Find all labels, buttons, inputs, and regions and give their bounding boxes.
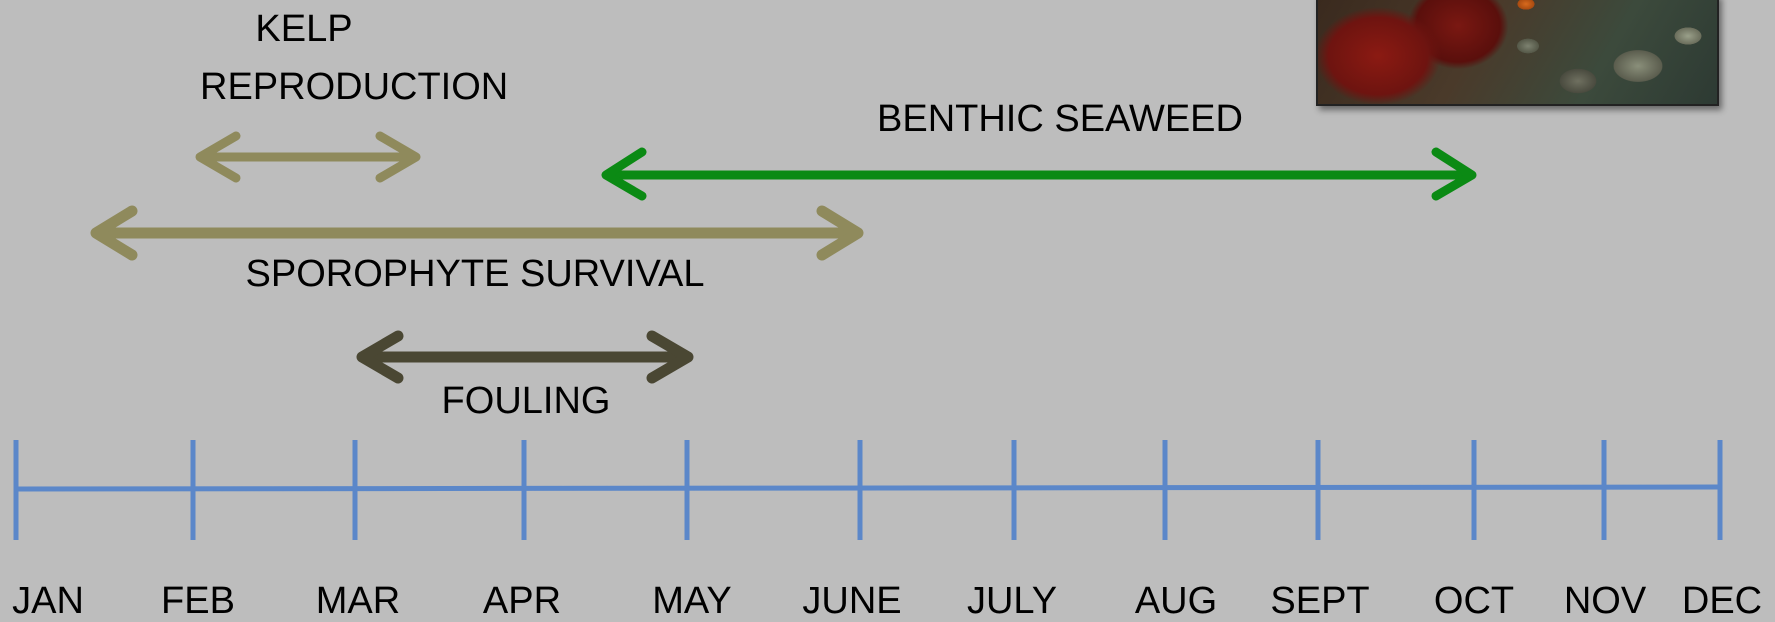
month-label-dec: DEC — [1681, 580, 1763, 622]
sporophyte-survival-arrow — [90, 205, 864, 261]
month-label-sept: SEPT — [1270, 580, 1370, 622]
month-label-feb: FEB — [161, 580, 235, 622]
benthic-seaweed-arrow — [601, 147, 1477, 201]
month-label-aug: AUG — [1134, 580, 1218, 622]
timeline-axis — [13, 440, 1723, 540]
month-label-oct: OCT — [1433, 580, 1515, 622]
kelp-reproduction-arrow — [195, 131, 421, 183]
kelp-label-line1: KELP — [255, 8, 353, 50]
month-label-june: JUNE — [802, 580, 902, 622]
axis-line — [15, 484, 1721, 492]
month-label-may: MAY — [652, 580, 732, 622]
underwater-seaweed-photo — [1316, 0, 1719, 106]
month-label-july: JULY — [966, 580, 1058, 622]
kelp-reproduction-label: KELP REPRODUCTION — [200, 8, 509, 108]
month-label-jan: JAN — [12, 580, 84, 622]
sporophyte-survival-label: SPOROPHYTE SURVIVAL — [245, 253, 705, 295]
fouling-arrow — [356, 330, 694, 384]
month-label-apr: APR — [482, 580, 562, 622]
benthic-seaweed-label: BENTHIC SEAWEED — [877, 98, 1243, 140]
kelp-label-line2: REPRODUCTION — [200, 66, 509, 108]
fouling-label: FOULING — [441, 380, 611, 422]
month-label-nov: NOV — [1563, 580, 1647, 622]
month-label-mar: MAR — [315, 580, 401, 622]
